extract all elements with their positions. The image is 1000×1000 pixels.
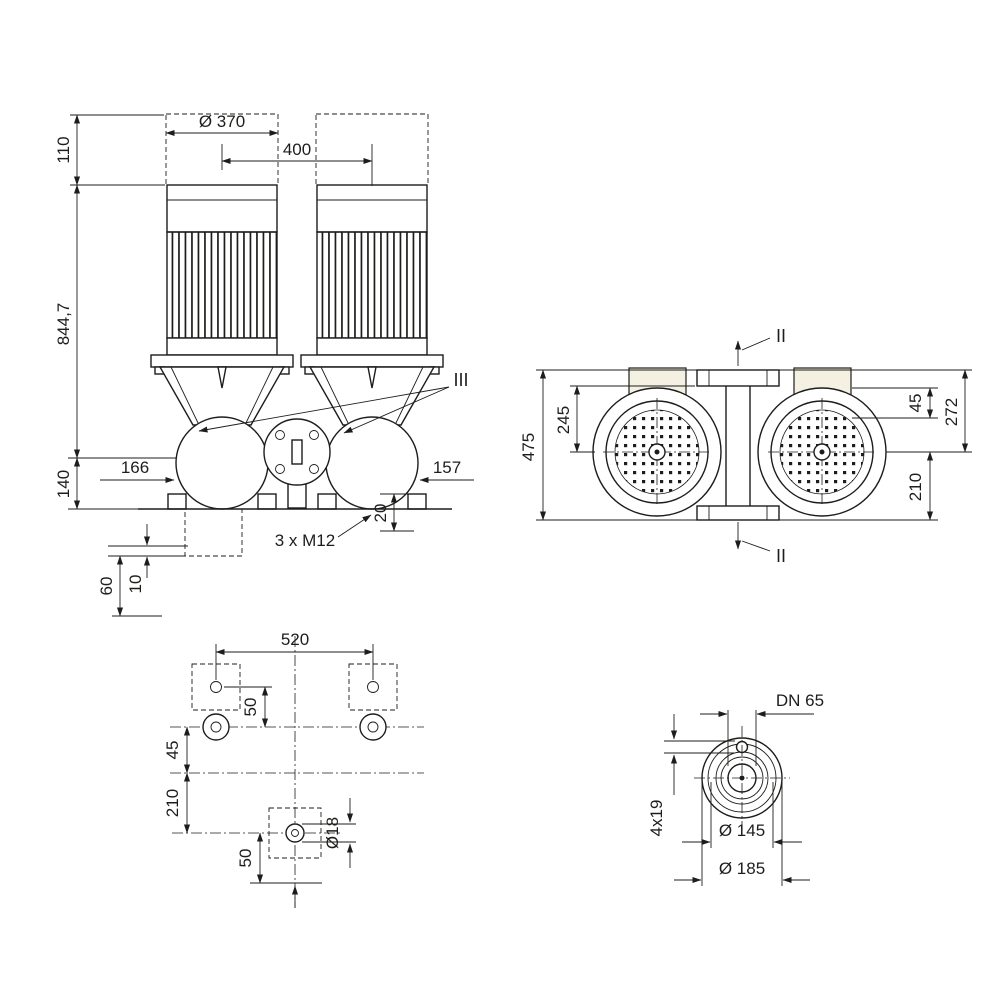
side-view-outline (592, 367, 887, 521)
front-view-outline (138, 113, 452, 557)
anchor-hole (210, 681, 222, 693)
bottom-flange-bar (696, 505, 780, 521)
anchor-hole-dia18-inner (291, 829, 299, 837)
anchor-bolt (359, 713, 387, 741)
dim-475-label: 475 (519, 433, 538, 461)
foundation-outline (184, 508, 243, 557)
dim-50-lower-label: 50 (236, 849, 255, 868)
dim-45-plan-label: 45 (163, 741, 182, 760)
volute-right (325, 416, 419, 510)
dim-50-upper-label: 50 (241, 698, 260, 717)
flange-bolt-hole (309, 430, 319, 440)
dim-166-label: 166 (121, 458, 149, 477)
side-view-dimension-lines (536, 337, 972, 552)
anchor-plate-bottom (268, 807, 322, 859)
dim-dia185-label: Ø 185 (719, 859, 765, 878)
dim-400-label: 400 (283, 140, 311, 159)
dim-60-label: 60 (97, 577, 116, 596)
top-flange-bar (696, 369, 780, 387)
dim-dia145-label: Ø 145 (719, 821, 765, 840)
flange-bolt-hole (275, 430, 285, 440)
discharge-pipe (287, 483, 307, 509)
anchor-bolt (202, 713, 230, 741)
side-view: 475 245 45 272 210 II II (519, 326, 972, 566)
plan-view: 520 50 45 210 50 Ø18 (163, 630, 424, 908)
dim-140-label: 140 (54, 470, 73, 498)
section-label-III: III (453, 370, 468, 390)
dim-20-label: 20 (371, 504, 390, 523)
section-label-II-bottom: II (776, 546, 786, 566)
label-dn65: DN 65 (776, 691, 824, 710)
anchor-bolt-inner (367, 721, 379, 733)
dim-210-label: 210 (906, 473, 925, 501)
dim-3xM12-label: 3 x M12 (275, 531, 335, 550)
plan-view-outline (170, 636, 424, 908)
dim-520-label: 520 (281, 630, 309, 649)
flange-view: DN 65 4x19 Ø 145 Ø 185 (647, 691, 824, 886)
dim-45-label: 45 (906, 394, 925, 413)
pump-foot (257, 493, 277, 510)
pump-foot (407, 493, 427, 510)
flange-center-boss (291, 439, 303, 465)
flange-bolt-hole (309, 464, 319, 474)
section-label-II-top: II (776, 326, 786, 346)
flange-bolt-hole (275, 464, 285, 474)
dim-dia370-label: Ø 370 (199, 112, 245, 131)
dim-4x19-label: 4x19 (647, 800, 666, 837)
dim-10-label: 10 (126, 575, 145, 594)
dim-272-label: 272 (942, 398, 961, 426)
fan-cover-left (592, 387, 722, 517)
flange-view-outline (694, 726, 790, 830)
front-view: 110 Ø 370 400 844,7 140 166 157 20 3 x M… (54, 112, 474, 617)
dim-210-plan-label: 210 (163, 789, 182, 817)
anchor-bolt-inner (210, 721, 222, 733)
plan-view-dimension-lines (183, 644, 374, 908)
anchor-hole-dia18 (285, 823, 305, 843)
front-view-dimension-lines (68, 114, 474, 617)
flange-view-dimension-lines (664, 710, 814, 886)
pump-foot (317, 493, 337, 510)
fan-cover-right (757, 387, 887, 517)
dim-110-label: 110 (54, 136, 73, 163)
volute-left (175, 416, 269, 510)
pump-foot (167, 493, 187, 510)
dim-8447-label: 844,7 (54, 303, 73, 346)
dim-dia18-label: Ø18 (323, 817, 342, 849)
anchor-hole (367, 681, 379, 693)
dim-245-label: 245 (554, 406, 573, 434)
dim-157-label: 157 (433, 458, 461, 477)
